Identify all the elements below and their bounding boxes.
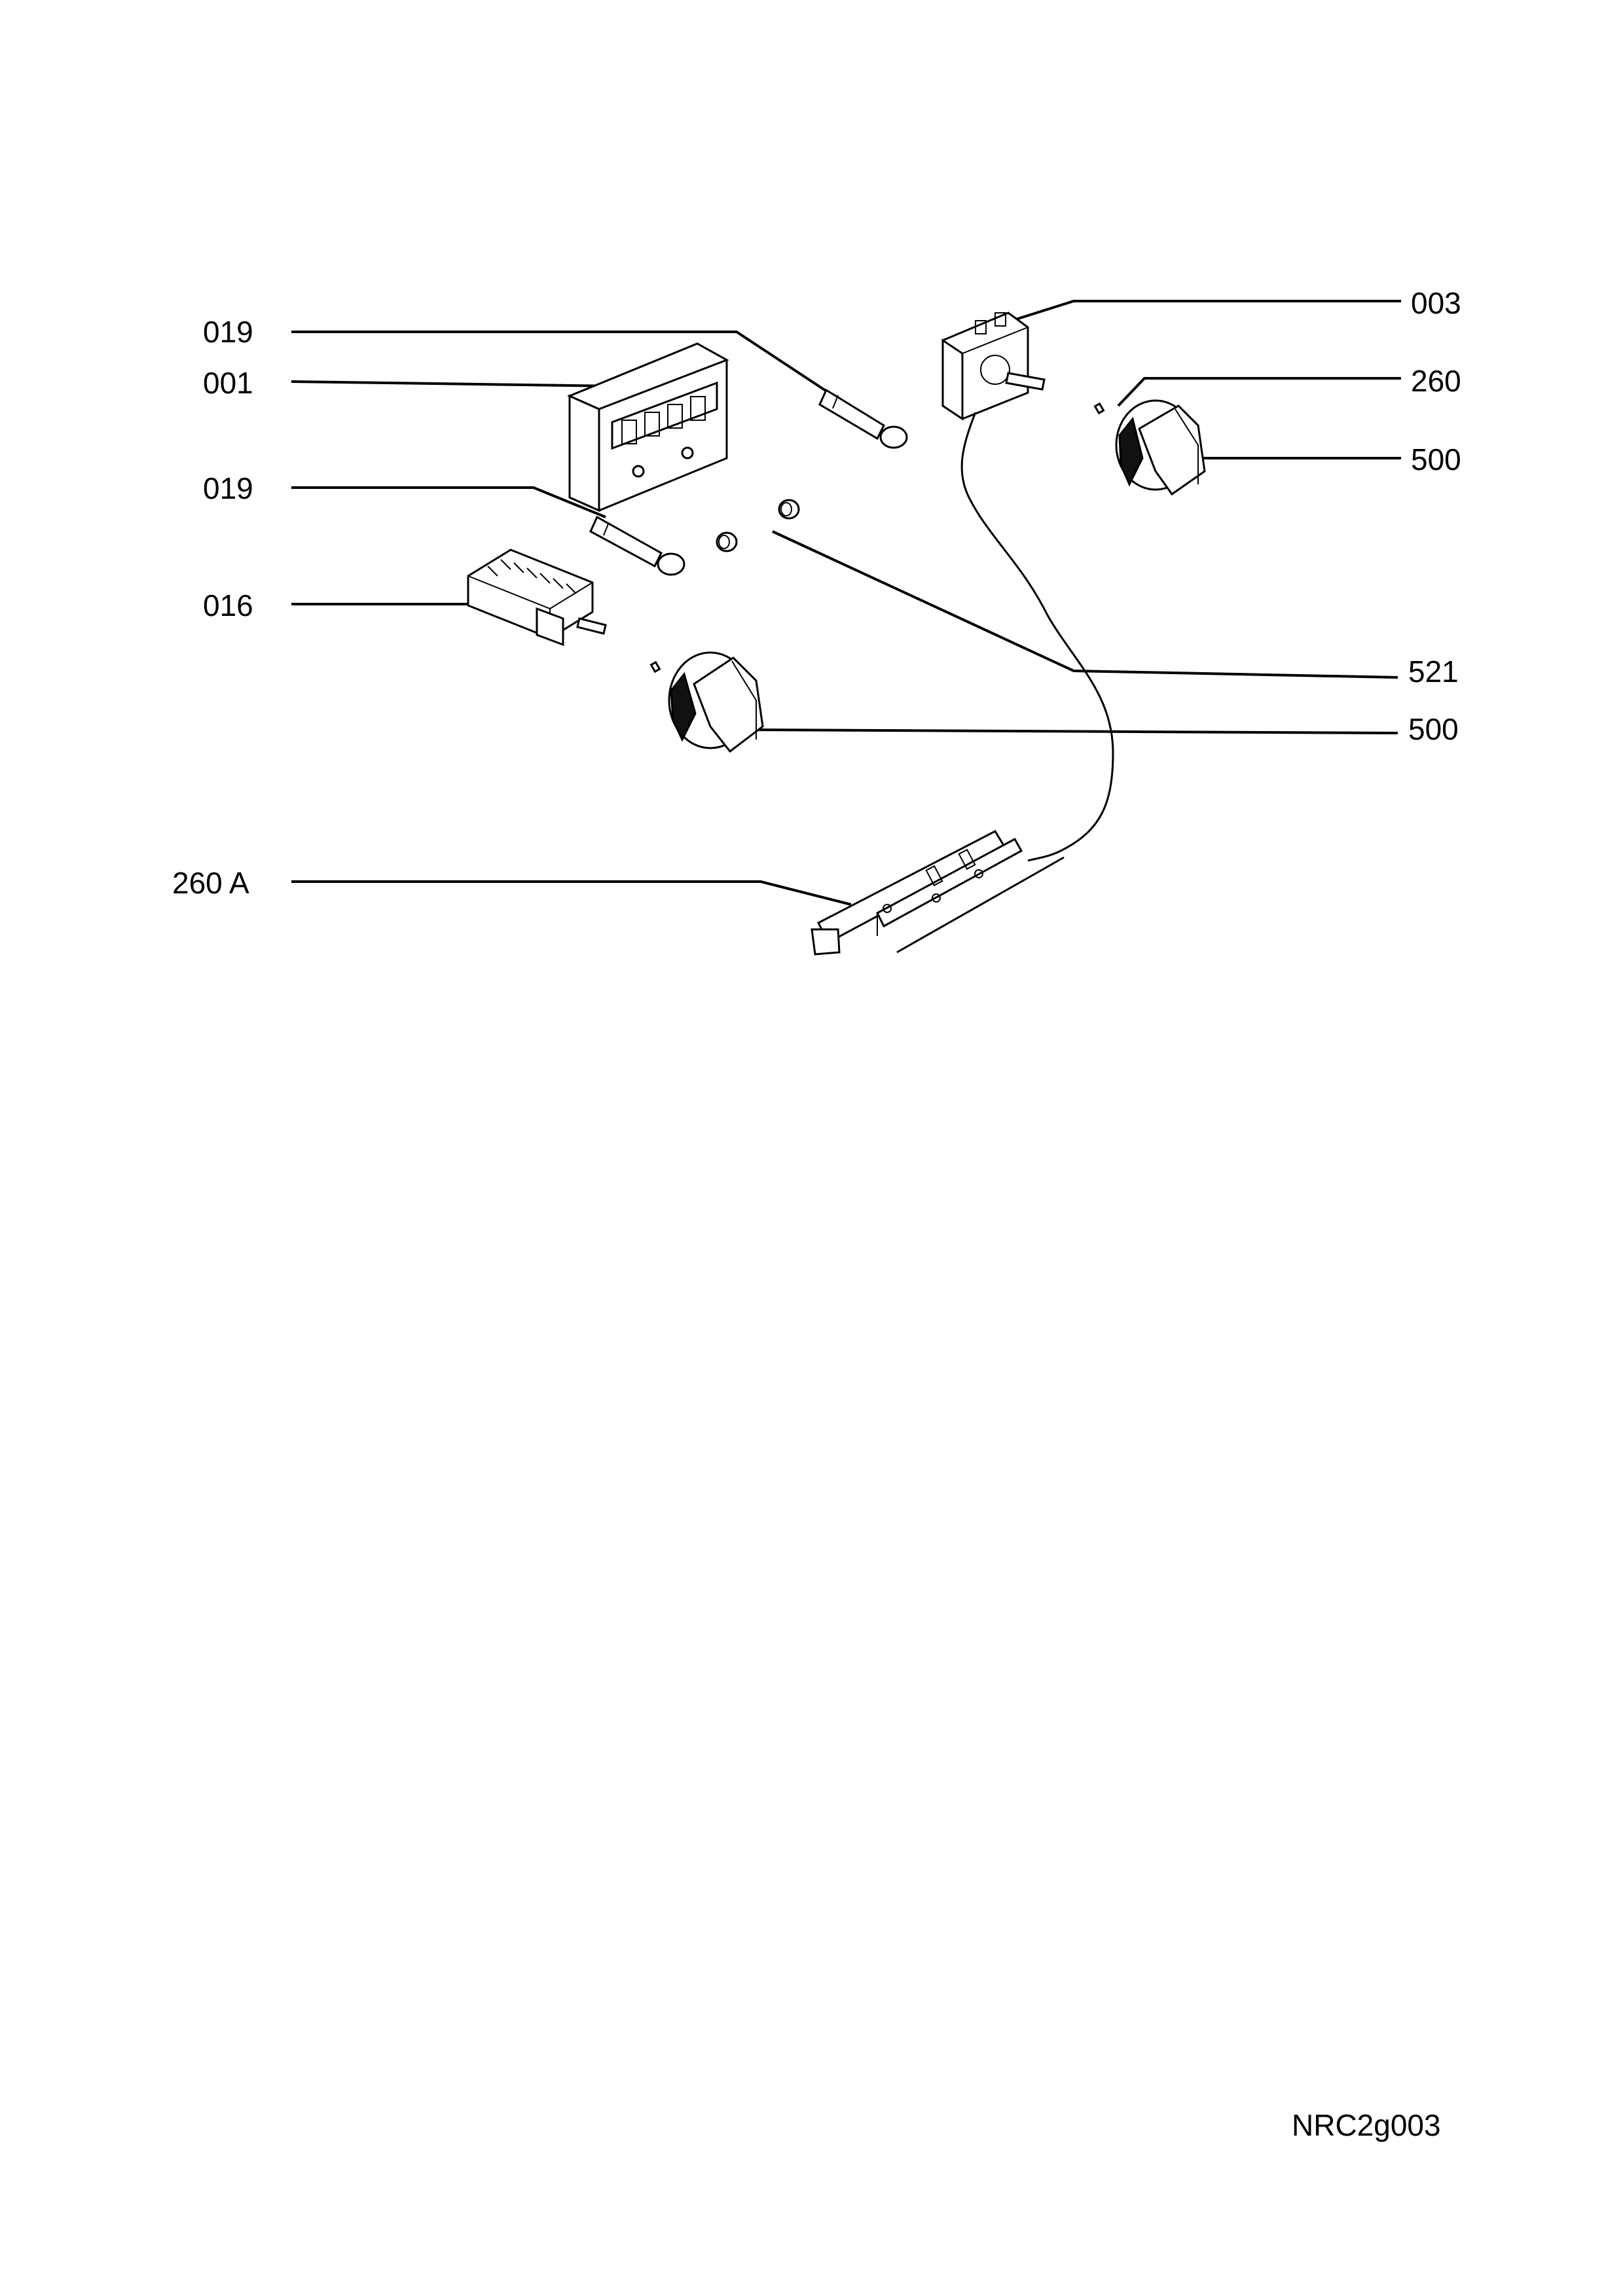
mounting-bracket <box>811 830 1023 956</box>
leader-001 <box>291 380 619 387</box>
grommet-pair <box>716 499 800 552</box>
leader-003 <box>1011 300 1401 322</box>
clip-upper <box>1093 402 1105 415</box>
indicator-lamp-upper <box>818 388 908 449</box>
label-500-lower: 500 <box>1408 712 1459 746</box>
label-019-upper: 019 <box>203 315 253 349</box>
label-016: 016 <box>203 588 253 622</box>
leader-260 <box>1117 377 1401 407</box>
label-260: 260 <box>1411 364 1461 398</box>
control-knob-lower <box>668 651 764 753</box>
label-019-lower: 019 <box>203 471 253 505</box>
timer-display-module <box>567 342 729 512</box>
selector-switch <box>467 548 607 647</box>
label-260-a: 260 A <box>172 866 249 900</box>
clip-lower <box>649 660 661 673</box>
leader-500-lower <box>752 728 1398 734</box>
leader-019-upper <box>291 331 838 399</box>
indicator-lamp-lower <box>589 515 685 576</box>
control-knob-upper <box>1115 399 1206 496</box>
label-003: 003 <box>1411 286 1461 320</box>
label-521: 521 <box>1408 655 1459 689</box>
document-code: NRC2g003 <box>1292 2108 1441 2142</box>
label-001: 001 <box>203 366 253 400</box>
leader-019-lower <box>291 486 606 518</box>
leader-521 <box>772 530 1398 679</box>
leader-260-a <box>291 880 852 906</box>
sensor-capillary <box>896 856 1065 954</box>
thermostat <box>896 312 1114 954</box>
label-500-upper: 500 <box>1411 442 1461 476</box>
